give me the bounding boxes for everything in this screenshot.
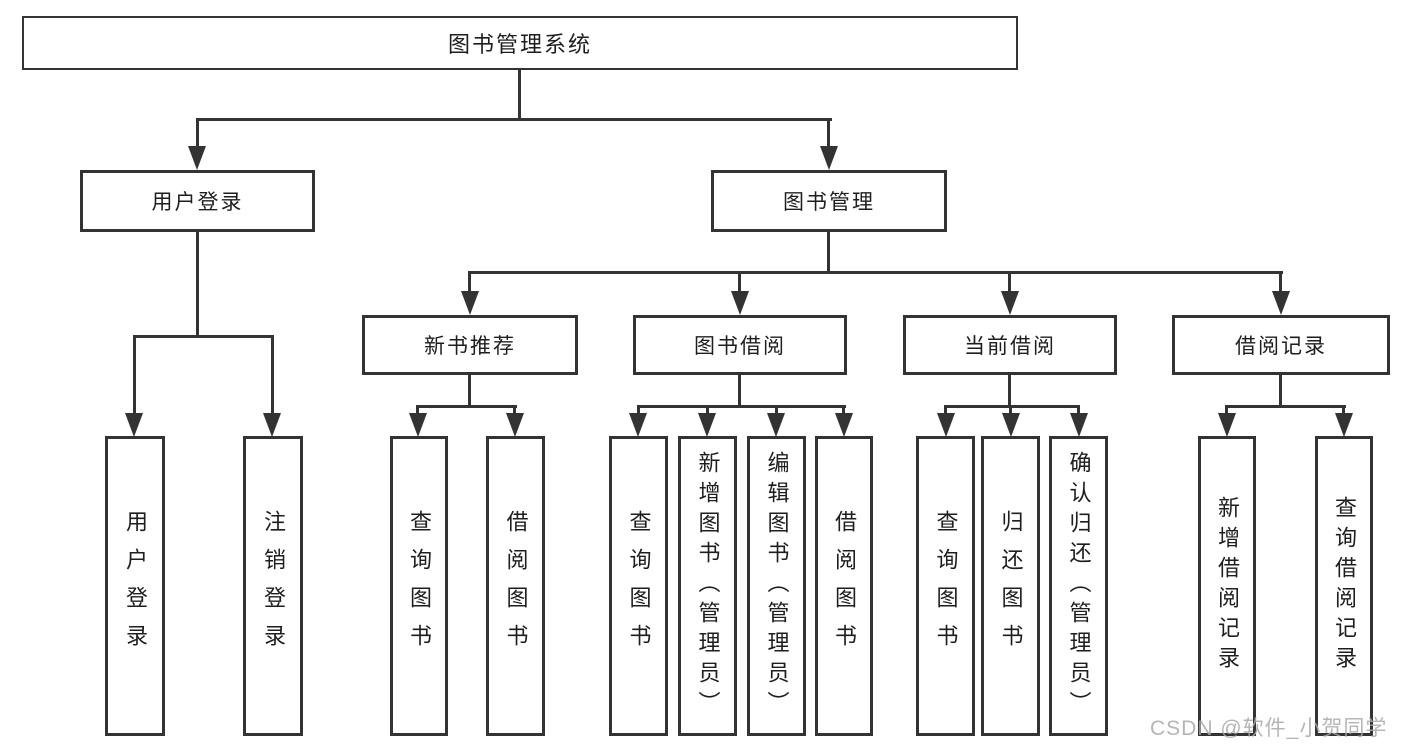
connector-line: [468, 271, 471, 293]
arrowhead-icon: [263, 413, 281, 437]
connector-line: [637, 405, 640, 417]
connector-line: [637, 405, 846, 408]
connector-line: [1077, 405, 1080, 417]
connector-line: [271, 335, 274, 415]
connector-line: [1279, 271, 1282, 293]
connector-line: [1009, 405, 1012, 417]
connector-line: [944, 405, 947, 417]
leaf-borrow-edit-admin: 编辑图书（管理员）: [747, 436, 806, 736]
arrowhead-icon: [698, 413, 716, 437]
leaf-borrow-query: 查询图书: [609, 436, 668, 736]
leaf-newbook-query: 查询图书: [390, 436, 448, 736]
connector-line: [1225, 405, 1346, 408]
arrowhead-icon: [629, 413, 647, 437]
arrowhead-icon: [1070, 413, 1088, 437]
leaf-borrow-book: 借阅图书: [815, 436, 873, 736]
leaf-current-confirm-admin: 确认归还（管理员）: [1049, 436, 1108, 736]
arrowhead-icon: [409, 413, 427, 437]
connector-line: [468, 271, 1283, 274]
arrowhead-icon: [937, 413, 955, 437]
node-book-borrow: 图书借阅: [633, 315, 847, 375]
arrowhead-icon: [1218, 413, 1236, 437]
connector-line: [133, 335, 274, 338]
connector-line: [196, 118, 199, 150]
connector-line: [513, 405, 516, 417]
connector-line: [706, 405, 709, 417]
connector-line: [416, 405, 517, 408]
connector-line: [416, 405, 419, 417]
leaf-logout: 注销登录: [243, 436, 303, 736]
arrowhead-icon: [506, 413, 524, 437]
leaf-borrow-add-admin: 新增图书（管理员）: [678, 436, 737, 736]
connector-line: [1008, 375, 1011, 407]
node-user-login: 用户登录: [80, 170, 315, 232]
connector-line: [738, 375, 741, 407]
connector-line: [1008, 271, 1011, 293]
arrowhead-icon: [1272, 291, 1290, 315]
connector-line: [468, 375, 471, 407]
arrowhead-icon: [461, 291, 479, 315]
node-new-book-recommend: 新书推荐: [362, 315, 578, 375]
csdn-watermark: CSDN @软件_小贺同学: [1150, 717, 1388, 740]
connector-line: [133, 335, 136, 415]
node-system-root: 图书管理系统: [22, 16, 1018, 70]
leaf-record-query: 查询借阅记录: [1315, 436, 1373, 736]
connector-line: [944, 405, 1080, 408]
node-book-management: 图书管理: [711, 170, 947, 232]
arrowhead-icon: [188, 146, 206, 170]
arrowhead-icon: [820, 146, 838, 170]
leaf-newbook-borrow: 借阅图书: [486, 436, 545, 736]
arrowhead-icon: [731, 291, 749, 315]
connector-line: [738, 271, 741, 293]
arrowhead-icon: [767, 413, 785, 437]
leaf-record-add: 新增借阅记录: [1198, 436, 1256, 736]
node-current-borrow: 当前借阅: [903, 315, 1117, 375]
connector-line: [196, 118, 832, 121]
node-borrow-records: 借阅记录: [1172, 315, 1390, 375]
connector-line: [1342, 405, 1345, 417]
arrowhead-icon: [125, 413, 143, 437]
leaf-current-return: 归还图书: [981, 436, 1040, 736]
arrowhead-icon: [1001, 291, 1019, 315]
connector-line: [842, 405, 845, 417]
connector-line: [518, 70, 521, 120]
connector-line: [1279, 375, 1282, 407]
arrowhead-icon: [835, 413, 853, 437]
arrowhead-icon: [1002, 413, 1020, 437]
connector-line: [1225, 405, 1228, 417]
arrowhead-icon: [1335, 413, 1353, 437]
connector-line: [196, 232, 199, 337]
leaf-user-login: 用户登录: [105, 436, 165, 736]
connector-line: [775, 405, 778, 417]
leaf-current-query: 查询图书: [916, 436, 975, 736]
connector-line: [827, 232, 830, 273]
connector-line: [827, 118, 830, 150]
